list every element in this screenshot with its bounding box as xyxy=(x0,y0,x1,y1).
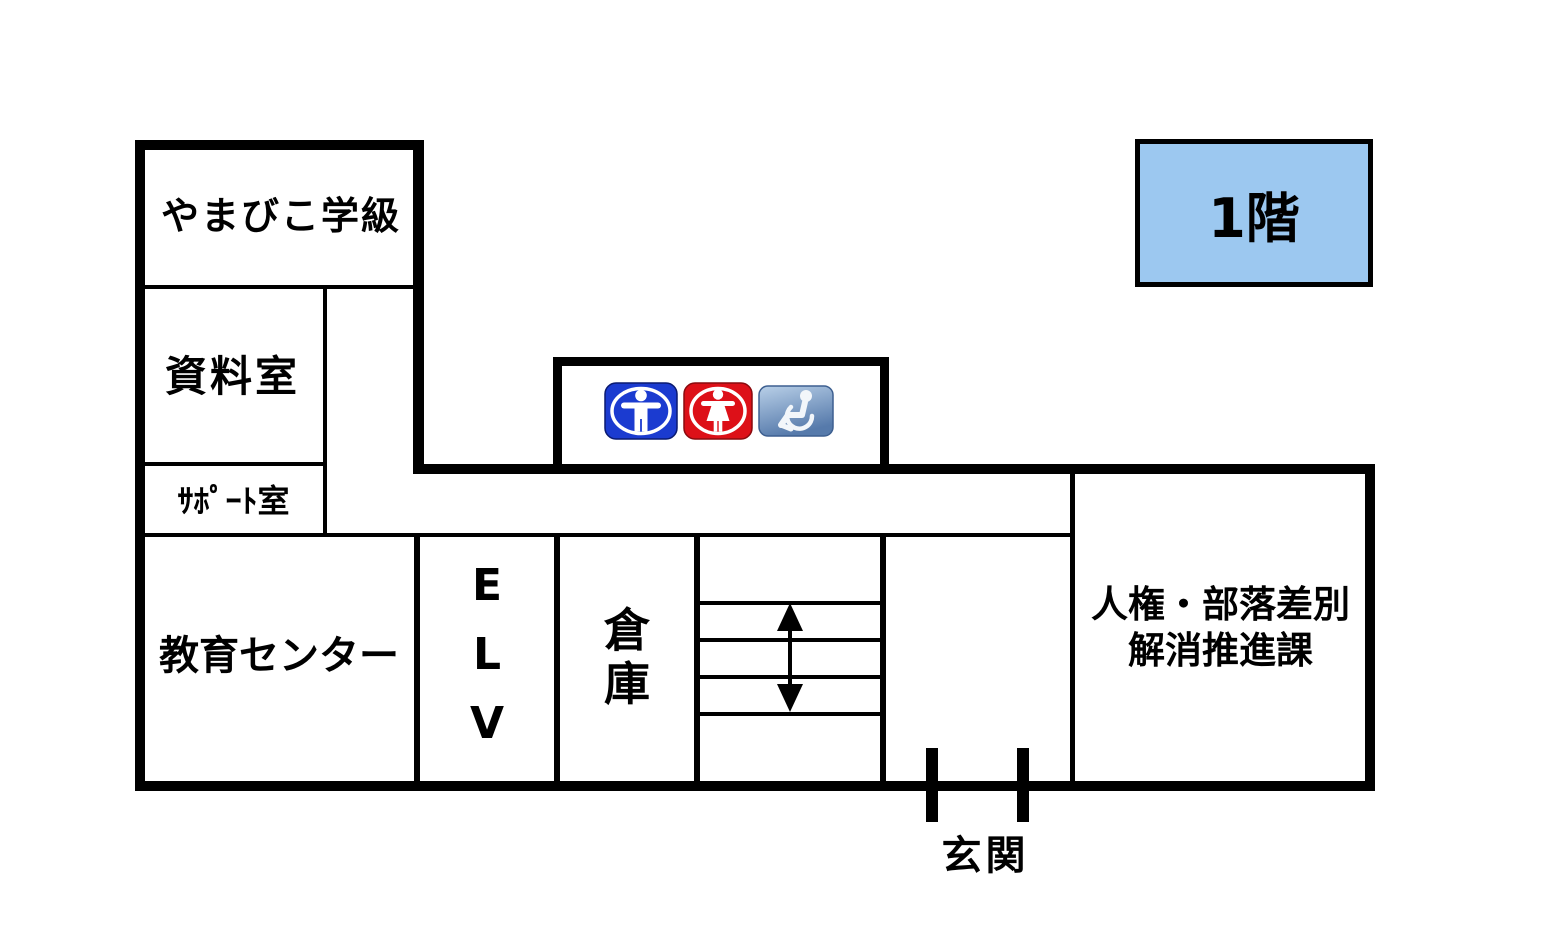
wall-outer-right xyxy=(1365,464,1375,791)
entrance-label: 玄関 xyxy=(941,833,1030,879)
wall-toilet-top xyxy=(553,357,889,366)
room-label-yamabiko: やまびこ学級 xyxy=(160,193,401,238)
wall-corridor-bottom xyxy=(145,533,1074,537)
entrance-door-tick-right xyxy=(1017,748,1029,822)
toilet-icons-group xyxy=(604,382,834,440)
wall-div-stairs-hall xyxy=(880,537,886,781)
wall-div-elv-soko xyxy=(554,537,560,781)
female-toilet-icon xyxy=(683,382,753,440)
room-label-support: ｻﾎﾟｰﾄ室 xyxy=(177,482,290,520)
stair-tread xyxy=(700,712,880,716)
room-label-kyoiku-center: 教育センター xyxy=(159,633,399,679)
wall-support-top xyxy=(145,462,323,466)
wall-shiryo-right xyxy=(323,285,327,537)
floor-title: 1階 xyxy=(1208,186,1300,250)
wall-outer-bottom xyxy=(135,781,1375,791)
entrance-door-tick-left xyxy=(926,748,938,822)
wall-jinken-left xyxy=(1070,474,1075,781)
wall-wing-right xyxy=(413,140,424,474)
wall-div-kyoiku-elv xyxy=(414,537,420,781)
room-label-jinken: 人権・部落差別 解消推進課 xyxy=(1091,583,1350,672)
floor-title-box: 1階 xyxy=(1135,139,1373,287)
wall-toilet-right xyxy=(880,357,889,464)
wall-outer-left xyxy=(135,140,145,791)
wheelchair-accessible-icon xyxy=(758,385,834,437)
male-toilet-icon xyxy=(604,382,678,440)
wall-toilet-left xyxy=(553,357,562,464)
room-label-shiryo: 資料室 xyxy=(164,351,300,401)
stairs-direction-arrow xyxy=(777,603,803,712)
room-label-elv: E L V xyxy=(469,560,505,749)
wall-corridor-top xyxy=(413,464,1375,474)
wall-yamabiko-bottom xyxy=(145,285,413,289)
room-label-soko: 倉 庫 xyxy=(604,603,650,711)
wall-wing-top xyxy=(135,140,424,150)
wall-div-soko-stairs xyxy=(694,537,700,781)
